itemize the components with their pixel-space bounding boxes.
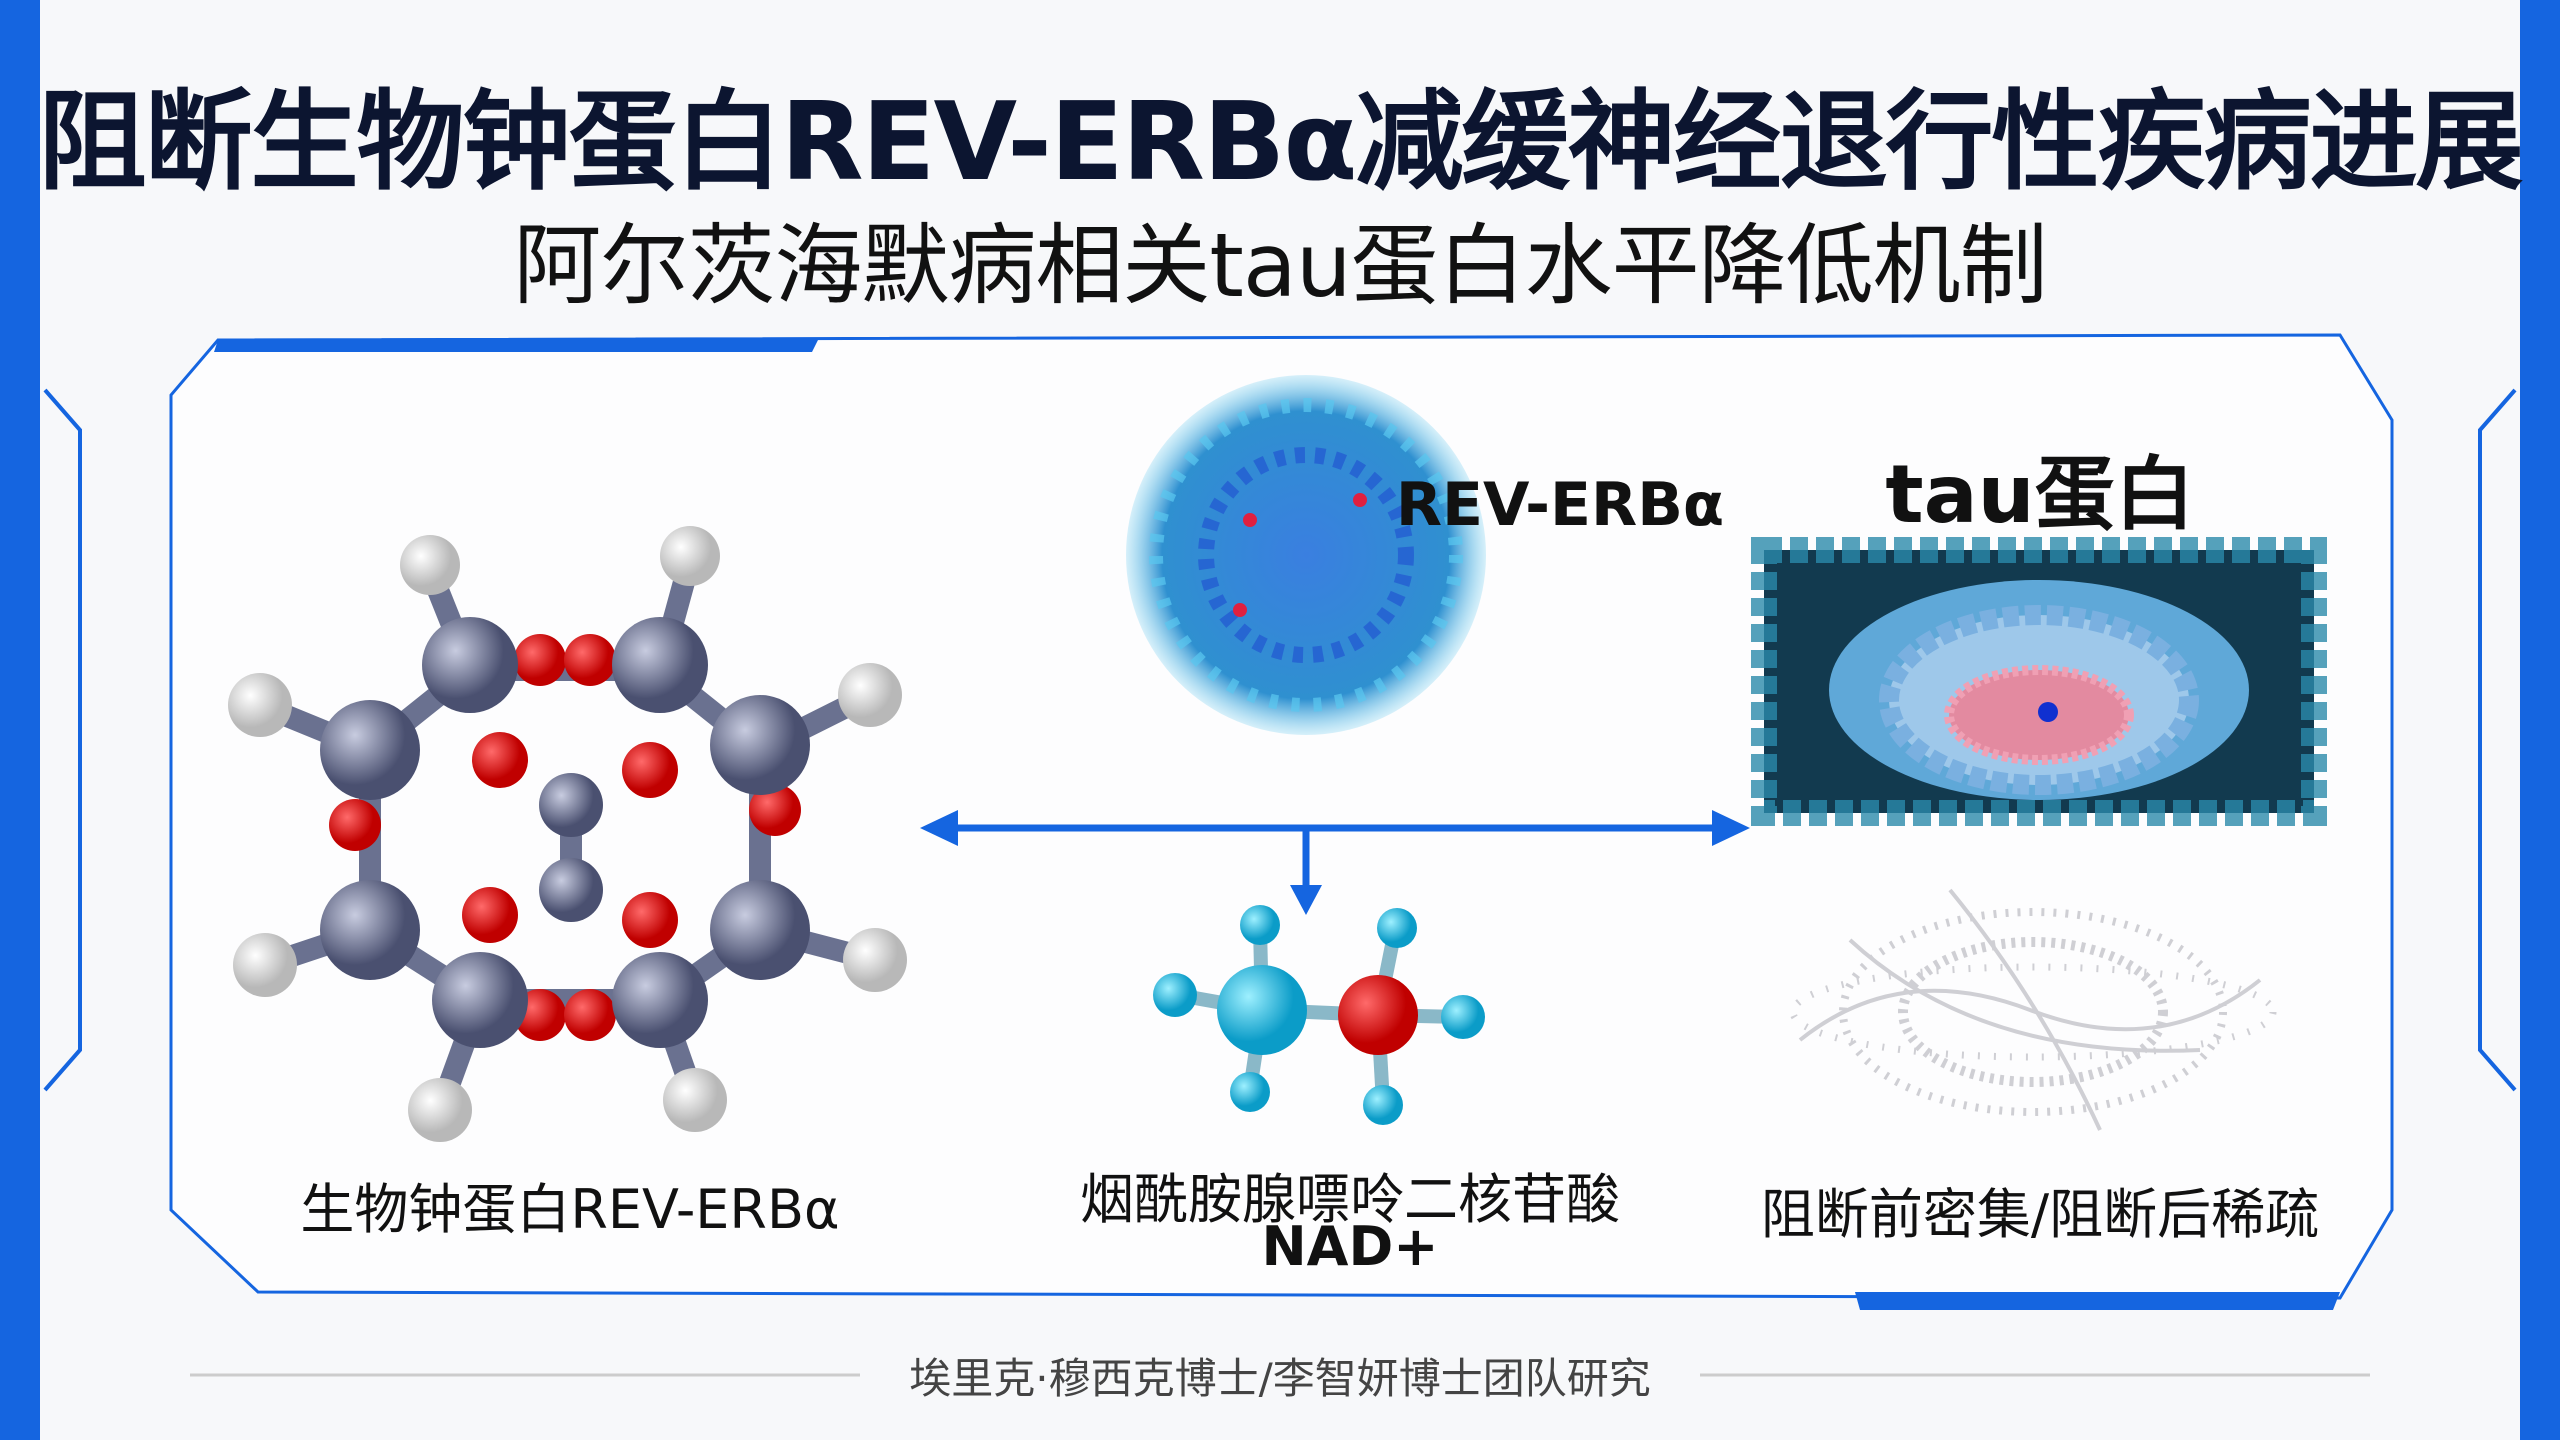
right-edge-bar (2520, 0, 2560, 1440)
rev-erb-label: REV-ERBα (1395, 470, 1725, 540)
nad-caption-line2: NAD+ (1261, 1215, 1439, 1278)
left-caption: 生物钟蛋白REV-ERBα (300, 1178, 840, 1241)
nad-caption-line1: 烟酰胺腺嘌呤二核苷酸 (1080, 1168, 1620, 1231)
footer-credit: 埃里克·穆西克博士/李智妍博士团队研究 (909, 1354, 1651, 1403)
panel-top-accent (214, 340, 818, 352)
page-title: 阻断生物钟蛋白REV-ERBα减缓神经退行性疾病进展 (38, 80, 2524, 205)
left-edge-bar (0, 0, 40, 1440)
rev-erb-protein-blob (1126, 375, 1486, 735)
arrow-right-head (1712, 810, 1750, 846)
tau-protein-dense-image (1751, 537, 2327, 826)
down-arrow-head (1290, 885, 1322, 915)
page-subtitle: 阿尔茨海默病相关tau蛋白水平降低机制 (513, 214, 2047, 317)
right-caption: 阻断前密集/阻断后稀疏 (1760, 1183, 2320, 1246)
panel-bottom-accent (1855, 1292, 2340, 1310)
tau-title: tau蛋白 (1885, 448, 2195, 541)
tau-protein-sparse-cloud (1789, 888, 2277, 1131)
left-bracket (43, 388, 82, 1092)
rev-erb-molecule-illustration (228, 526, 907, 1142)
right-bracket (2478, 388, 2517, 1092)
nad-molecule-illustration (1153, 905, 1485, 1125)
arrow-left-head (920, 810, 958, 846)
